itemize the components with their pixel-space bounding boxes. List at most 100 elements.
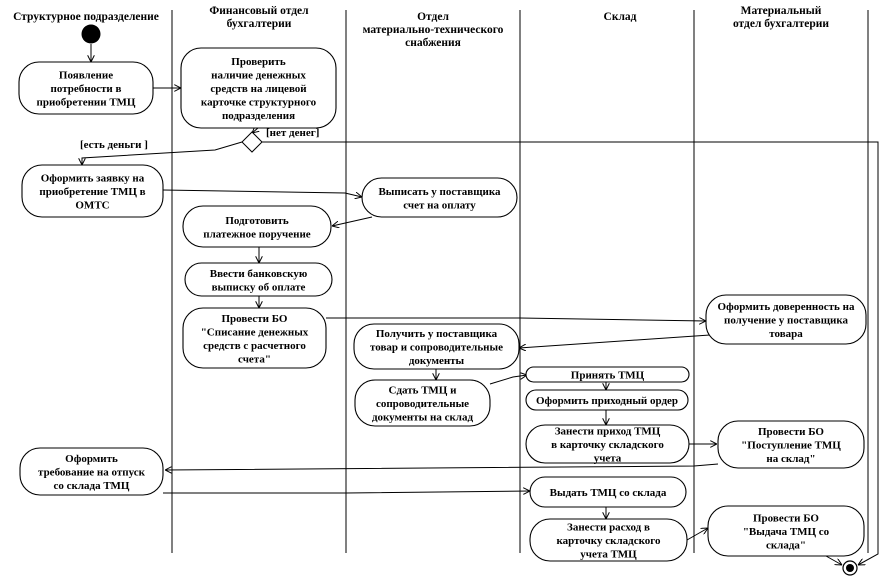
activity-a11: Принять ТМЦ	[525, 366, 690, 383]
activity-a12: Оформить приходный ордер	[525, 389, 689, 411]
activity-box	[18, 61, 154, 115]
activity-a9: Получить у поставщика товар и сопроводите…	[353, 323, 520, 370]
activity-label-line: Оформить доверенность на	[718, 301, 855, 313]
activity-label-line: Занести приход ТМЦ	[555, 426, 661, 438]
activity-label-line: Провести БО	[753, 513, 819, 525]
flow-a8-a9	[519, 334, 711, 348]
activity-label-line: выписку об оплате	[212, 281, 306, 293]
activity-label: Провести БО"Списание денежных средств с р…	[201, 313, 309, 366]
activity-label-line: приобретение ТМЦ в	[39, 186, 145, 198]
activity-label: Оформить приходный ордер	[536, 395, 678, 407]
activity-label-line: Выдать ТМЦ со склада	[550, 487, 667, 499]
activity-box	[354, 379, 491, 427]
activity-a7: Провести БО"Списание денежных средств с р…	[182, 307, 327, 369]
activity-label-line: платежное поручение	[203, 228, 311, 240]
activity-label-line: Появление	[59, 70, 113, 82]
activity-box	[529, 518, 688, 562]
activity-label-line: товара	[769, 328, 803, 340]
flow-a7-a8	[326, 318, 706, 321]
flow-a2-decision	[252, 128, 258, 133]
activity-box	[717, 420, 865, 469]
activity-box	[525, 424, 690, 464]
activity-label-line: "Поступление ТМЦ	[741, 440, 841, 452]
activity-label: Принять ТМЦ	[571, 370, 645, 382]
activity-label-line: Оформить приходный ордер	[536, 395, 678, 407]
flow-a4-a5	[332, 216, 373, 226]
activity-label-line: Принять ТМЦ	[571, 370, 645, 382]
activity-label-line: карточке структурного	[201, 97, 317, 109]
activity-label-line: Получить у поставщика	[376, 328, 498, 340]
flow-decision-final	[261, 141, 879, 565]
activity-label-line: счета"	[238, 353, 271, 365]
activity-label-line: Выписать у поставщика	[378, 186, 501, 198]
activity-label-line: сопроводительные	[376, 398, 469, 410]
flow-a15-a16	[163, 491, 530, 493]
lane-header-struct: Структурное подразделение	[13, 11, 159, 23]
activity-label-line: средств с расчетного	[203, 340, 306, 352]
activity-label-line: Ввести банковскую	[210, 268, 307, 280]
activity-label-line: требование на отпуск	[38, 467, 146, 479]
activity-box	[529, 476, 687, 508]
activity-label-line: товар и сопроводительные	[370, 342, 503, 354]
final-node	[842, 560, 858, 576]
lane-header-sklad: Склад	[604, 11, 637, 23]
lane-separators	[171, 10, 869, 553]
flow-a3-a4	[162, 189, 362, 197]
activity-label-line: Оформить	[65, 453, 118, 465]
initial-node	[81, 24, 101, 44]
activity-label-line: подразделения	[222, 110, 295, 122]
activity-label-line: "Списание денежных	[201, 326, 309, 338]
activity-box	[705, 294, 867, 345]
activity-label-line: средств на лицевой	[210, 83, 307, 95]
activity-box	[182, 205, 332, 248]
activity-box	[21, 164, 164, 218]
flow-a14-a15	[165, 463, 719, 470]
activity-label-line: Подготовить	[225, 215, 289, 227]
activity-label-line: Провести БО	[222, 313, 288, 325]
activity-label-line: Сдать ТМЦ и	[389, 385, 458, 397]
activity-label-line: документы	[409, 355, 465, 367]
flow-a17-a18	[686, 528, 708, 541]
activity-label-line: Проверить	[231, 56, 286, 68]
lane-headers: Структурное подразделение Финансовый отд…	[13, 5, 829, 49]
activity-label-line: Провести БО	[758, 426, 824, 438]
activity-label-line: счет на оплату	[403, 199, 476, 211]
activity-label-line: на склад"	[766, 453, 815, 465]
activity-label-line: приобретении ТМЦ	[37, 97, 136, 109]
activity-box	[707, 505, 865, 557]
activity-label-line: Оформить заявку на	[41, 173, 145, 185]
activity-label-line: со склада ТМЦ	[54, 480, 130, 492]
activity-label-line: документы на склад	[372, 412, 474, 424]
activity-box	[19, 447, 164, 496]
guard-no-money: [нет денег]	[266, 127, 319, 139]
activity-label-line: карточку складского	[556, 535, 661, 547]
activity-box	[180, 47, 337, 129]
activity-label-line: учета	[594, 453, 622, 465]
